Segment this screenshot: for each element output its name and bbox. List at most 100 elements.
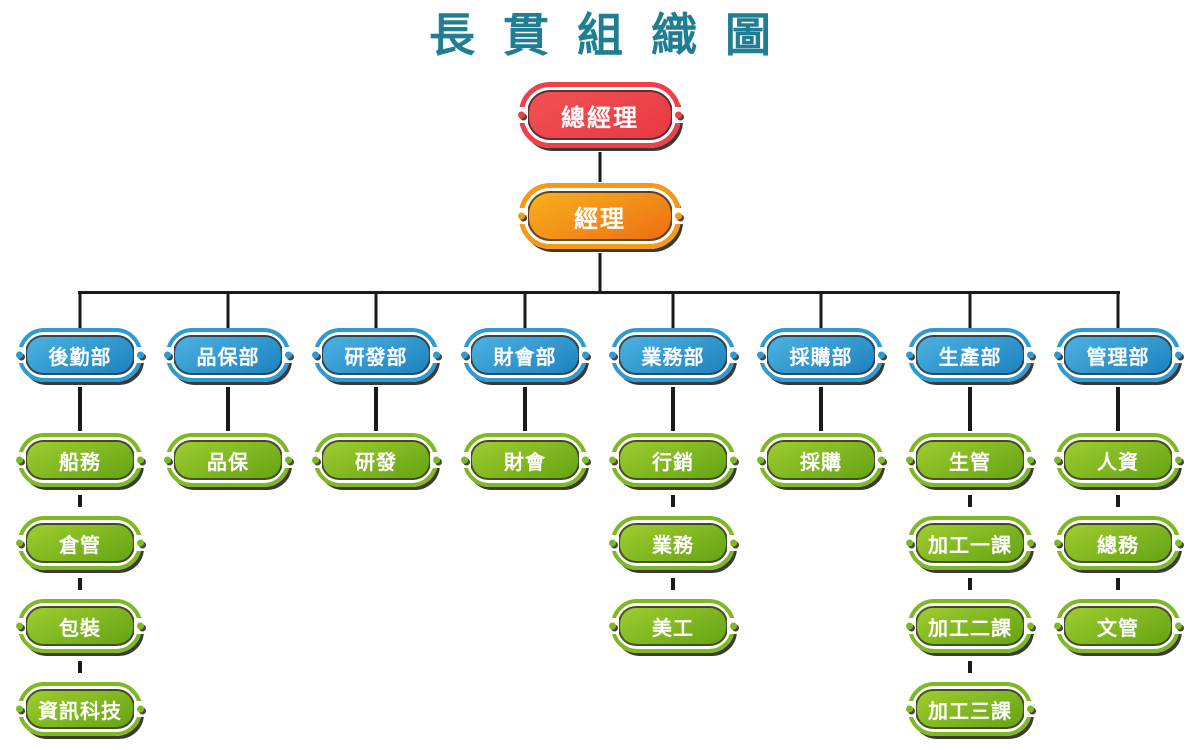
left-dot-icon (906, 351, 913, 359)
node-label: 品保 (207, 449, 249, 474)
right-dot-icon (285, 351, 292, 359)
left-dot-icon (461, 351, 468, 359)
node-fill: 倉管 (25, 523, 135, 563)
left-dot-icon (16, 351, 23, 359)
left-dot-icon (609, 622, 616, 630)
left-dot-icon (609, 456, 616, 464)
connector-stub (968, 291, 972, 329)
node-fill: 管理部 (1063, 335, 1173, 375)
chart-title: 長貫組織圖 (429, 8, 799, 62)
left-dot-icon (1054, 351, 1061, 359)
right-dot-icon (1027, 351, 1034, 359)
left-dot-icon (906, 705, 913, 713)
node-label: 倉管 (59, 532, 101, 557)
left-dot-icon (757, 351, 764, 359)
connector-sub-sub (1116, 578, 1120, 590)
left-dot-icon (906, 539, 913, 547)
connector-stub (671, 291, 675, 329)
connector-sub-sub (671, 578, 675, 590)
node-fill: 財會部 (470, 335, 580, 375)
left-dot-icon (461, 456, 468, 464)
node-label: 研發 (355, 449, 397, 474)
sub-node-hr: 人資 (1052, 433, 1184, 487)
node-fill: 加工一課 (915, 523, 1025, 563)
node-label: 品保部 (196, 344, 260, 369)
connector-sub-sub (78, 661, 82, 673)
connector-dept-sub (819, 387, 823, 431)
left-dot-icon (164, 351, 171, 359)
right-dot-icon (1027, 622, 1034, 630)
right-dot-icon (1175, 456, 1182, 464)
right-dot-icon (1027, 705, 1034, 713)
connector-stub (78, 291, 82, 329)
left-dot-icon (312, 351, 319, 359)
sub-node-shipping: 船務 (14, 433, 146, 487)
node-label: 採購部 (789, 344, 853, 369)
connector-dept-sub (671, 387, 675, 431)
node-label: 管理部 (1086, 344, 1150, 369)
sub-node-purchasing: 採購 (755, 433, 887, 487)
left-dot-icon (164, 456, 171, 464)
node-fill: 生管 (915, 440, 1025, 480)
node-fill: 採購部 (766, 335, 876, 375)
left-dot-icon (16, 705, 23, 713)
right-dot-icon (1027, 539, 1034, 547)
connector-sub-sub (1116, 495, 1120, 507)
connector-dept-sub (1116, 387, 1120, 431)
node-fill: 包裝 (25, 606, 135, 646)
connector-sub-sub (671, 495, 675, 507)
node-fill: 研發部 (321, 335, 431, 375)
node-label: 財會部 (493, 344, 557, 369)
right-dot-icon (137, 351, 144, 359)
left-dot-icon (16, 622, 23, 630)
node-fill: 文管 (1063, 606, 1173, 646)
sub-node-document-control: 文管 (1052, 599, 1184, 653)
left-dot-icon (609, 539, 616, 547)
right-dot-icon (137, 705, 144, 713)
node-label: 總經理 (561, 103, 639, 132)
node-fill: 資訊科技 (25, 689, 135, 729)
dept-node-purchasing: 採購部 (755, 328, 887, 382)
node-label: 加工二課 (928, 615, 1012, 640)
node-fill: 美工 (618, 606, 728, 646)
right-dot-icon (1175, 351, 1182, 359)
node-label: 採購 (800, 449, 842, 474)
sub-node-general-affairs: 總務 (1052, 516, 1184, 570)
node-label: 美工 (652, 615, 694, 640)
left-dot-icon (757, 456, 764, 464)
left-dot-icon (1054, 622, 1061, 630)
right-dot-icon (433, 351, 440, 359)
right-dot-icon (730, 622, 737, 630)
right-dot-icon (1027, 456, 1034, 464)
left-dot-icon (16, 456, 23, 464)
node-label: 總務 (1097, 532, 1139, 557)
connector-dept-sub (523, 387, 527, 431)
sub-node-processing-3: 加工三課 (904, 682, 1036, 736)
node-label: 包裝 (59, 615, 101, 640)
left-dot-icon (1054, 456, 1061, 464)
node-label: 財會 (504, 449, 546, 474)
dept-node-logistics: 後勤部 (14, 328, 146, 382)
sub-node-processing-2: 加工二課 (904, 599, 1036, 653)
connector-trunk (598, 253, 602, 293)
sub-node-finance: 財會 (459, 433, 591, 487)
right-dot-icon (878, 351, 885, 359)
node-fill: 生產部 (915, 335, 1025, 375)
left-dot-icon (1054, 539, 1061, 547)
node-label: 人資 (1097, 449, 1139, 474)
left-dot-icon (518, 212, 525, 220)
dept-node-sales: 業務部 (607, 328, 739, 382)
node-fill: 後勤部 (25, 335, 135, 375)
dept-node-rnd: 研發部 (310, 328, 442, 382)
sub-node-packaging: 包裝 (14, 599, 146, 653)
node-fill: 品保 (173, 440, 283, 480)
left-dot-icon (16, 539, 23, 547)
org-node-manager: 經理 (516, 183, 684, 249)
node-label: 生管 (949, 449, 991, 474)
connector-distribution-line (78, 291, 1120, 294)
connector-sub-sub (968, 578, 972, 590)
node-fill: 人資 (1063, 440, 1173, 480)
right-dot-icon (137, 539, 144, 547)
connector-sub-sub (78, 495, 82, 507)
node-fill: 研發 (321, 440, 431, 480)
